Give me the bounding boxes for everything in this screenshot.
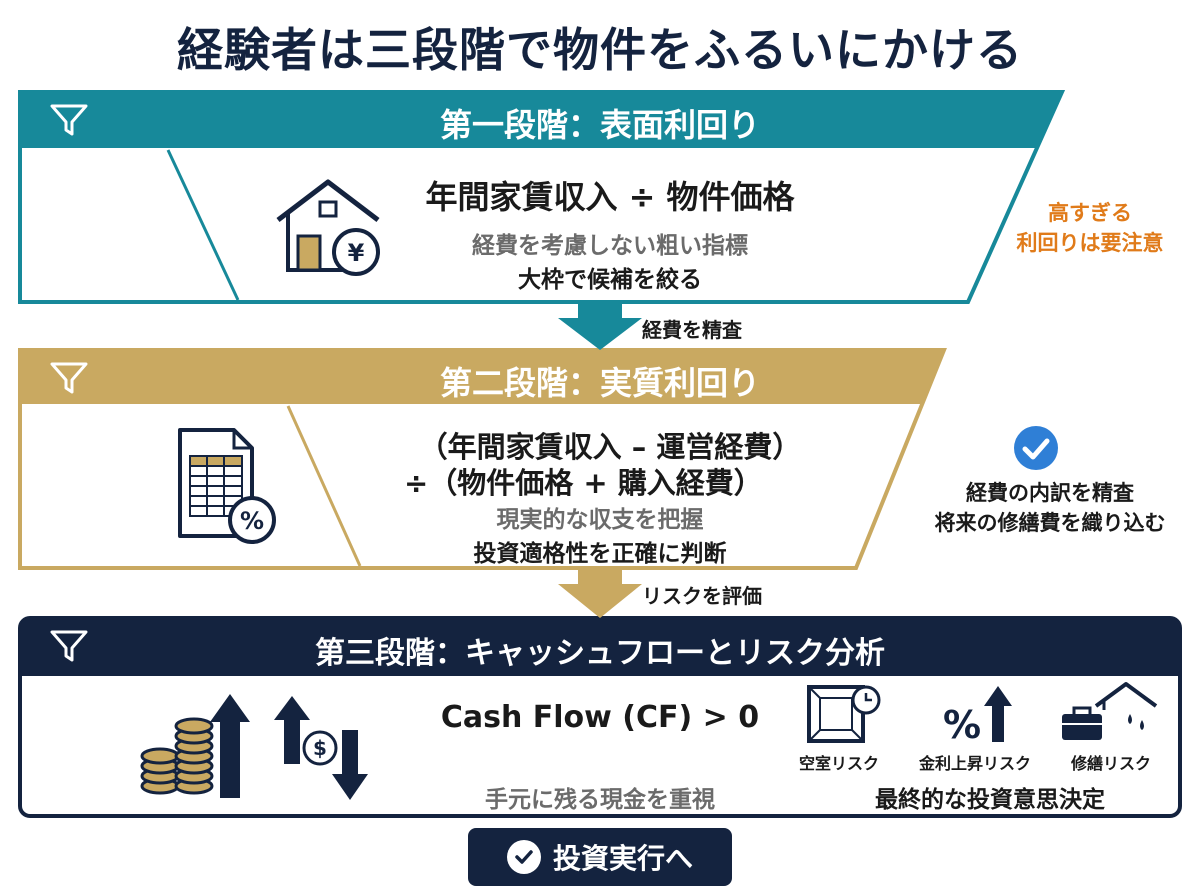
page-title: 経験者は三段階で物件をふるいにかける	[177, 23, 1023, 77]
svg-text:$: $	[313, 736, 327, 760]
arrow2-label: リスクを評価	[642, 584, 762, 608]
funnel-icon	[48, 358, 90, 402]
stage1-title: 第一段階：表面利回り	[439, 106, 760, 144]
stage1-formula: 年間家賃収入 ÷ 物件価格	[425, 178, 795, 216]
risk-label-interest: 金利上昇リスク	[918, 754, 1031, 773]
cash-flow-arrows-icon: $	[270, 694, 380, 808]
stage2-sub2: 投資適格性を正確に判断	[473, 541, 727, 567]
risk-label-vacancy: 空室リスク	[798, 754, 879, 773]
funnel-icon	[48, 626, 90, 670]
arrow1-label: 経費を精査	[642, 318, 742, 342]
stage2-title: 第二段階：実質利回り	[439, 364, 760, 402]
repair-leak-icon	[1060, 680, 1160, 748]
warning-note: 高すぎる 利回りは要注意	[990, 198, 1190, 258]
stage2-formula1: （年間家賃収入 – 運営経費）	[418, 430, 802, 464]
stage3-title: 第三段階：キャッシュフローとリスク分析	[315, 636, 885, 671]
arrow1-shape	[558, 300, 642, 350]
stage3-sub2: 最終的な投資意思決定	[875, 787, 1105, 813]
coins-arrow-up-icon	[138, 690, 250, 808]
spreadsheet-percent-icon: %	[172, 426, 282, 550]
warning-note-line2: 利回りは要注意	[1016, 231, 1164, 255]
expense-note-line1: 経費の内訳を精査	[966, 481, 1134, 505]
risk-label-repair: 修繕リスク	[1070, 754, 1151, 773]
stage2-formula2: ÷（物件価格 + 購入経費）	[404, 466, 763, 500]
vacancy-room-icon	[806, 684, 882, 748]
check-icon	[506, 840, 541, 874]
stage1-sub2: 大枠で候補を絞る	[518, 267, 702, 293]
funnel-icon	[48, 100, 90, 144]
svg-text:¥: ¥	[348, 239, 365, 267]
stage3-formula: Cash Flow (CF) > 0	[440, 700, 760, 735]
check-circle-icon	[1012, 424, 1060, 476]
svg-text:%: %	[240, 507, 264, 535]
house-yen-icon: ¥	[268, 170, 388, 284]
stage3-sub1: 手元に残る現金を重視	[485, 787, 715, 813]
stage1-sub1: 経費を考慮しない粗い指標	[472, 233, 748, 259]
interest-rate-icon: %	[940, 684, 1016, 748]
execute-investment-label: 投資実行へ	[552, 842, 693, 875]
execute-investment-button[interactable]: 投資実行へ	[468, 828, 732, 886]
arrow2-shape	[558, 566, 642, 618]
svg-text:%: %	[943, 703, 981, 744]
expense-note: 経費の内訳を精査 将来の修繕費を織り込む	[900, 478, 1200, 538]
warning-note-line1: 高すぎる	[1048, 201, 1132, 225]
expense-note-line2: 将来の修繕費を織り込む	[934, 511, 1166, 535]
stage2-sub1: 現実的な収支を把握	[496, 507, 704, 533]
